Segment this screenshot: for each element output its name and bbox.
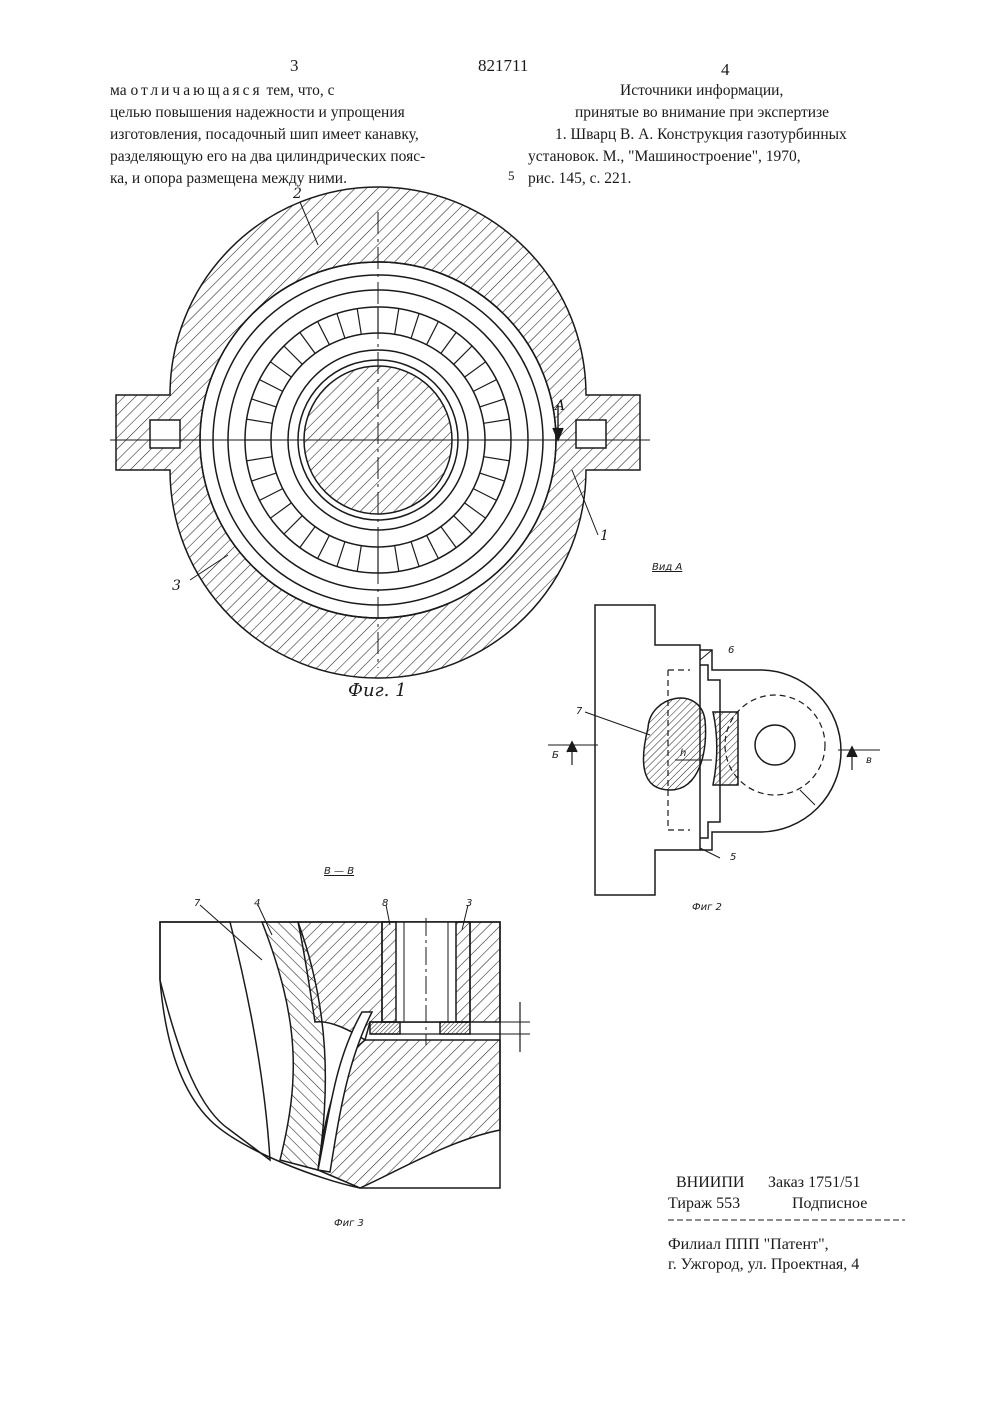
figure-3-drawing <box>160 905 530 1188</box>
fig3-label-8: 8 <box>382 898 388 909</box>
imprint-order: Заказ 1751/51 <box>768 1172 861 1194</box>
seat-ring-left <box>370 1022 400 1034</box>
fig1-label-A: A <box>555 398 565 414</box>
fig2-label-h: h <box>680 748 686 759</box>
seat-ring-right <box>440 1022 470 1034</box>
fig2-caption: Фиг 2 <box>692 902 722 913</box>
fig2-view-title: Вид А <box>652 562 682 573</box>
fig3-label-3: 3 <box>466 898 472 909</box>
fig1-label-2: 2 <box>293 186 302 202</box>
fig3-label-7: 7 <box>194 898 200 909</box>
figure-1-drawing <box>110 187 650 678</box>
lug-hole-right <box>576 420 606 448</box>
fig3-caption: Фиг 3 <box>334 1218 364 1229</box>
imprint-circulation: Тираж 553 <box>668 1193 740 1215</box>
fig2-label-6: 6 <box>728 645 734 656</box>
imprint-branch: Филиал ППП "Патент", <box>668 1234 829 1256</box>
pin-wall-right <box>456 922 470 1022</box>
imprint-org: ВНИИПИ <box>676 1172 744 1194</box>
fig3-section-title: В — В <box>324 866 354 877</box>
pin-circle-dashed <box>725 695 825 795</box>
figure-2-drawing <box>548 605 880 895</box>
fig2-label-7: 7 <box>576 706 582 717</box>
pin-hole <box>755 725 795 765</box>
pin-wall-left <box>382 922 396 1022</box>
fig2-label-b-right: в <box>866 755 872 766</box>
imprint-address: г. Ужгород, ул. Проектная, 4 <box>668 1254 859 1276</box>
pin-section-right <box>713 712 738 785</box>
fig1-label-3: 3 <box>172 578 181 594</box>
imprint-subscription: Подписное <box>792 1193 867 1215</box>
fig1-label-1: 1 <box>600 528 609 544</box>
fig2-label-b-left: Б <box>552 750 559 761</box>
fig3-label-4: 4 <box>254 898 260 909</box>
fig2-label-5: 5 <box>730 852 736 863</box>
fig1-caption: Фиг. 1 <box>348 680 407 701</box>
lug-hole-left <box>150 420 180 448</box>
